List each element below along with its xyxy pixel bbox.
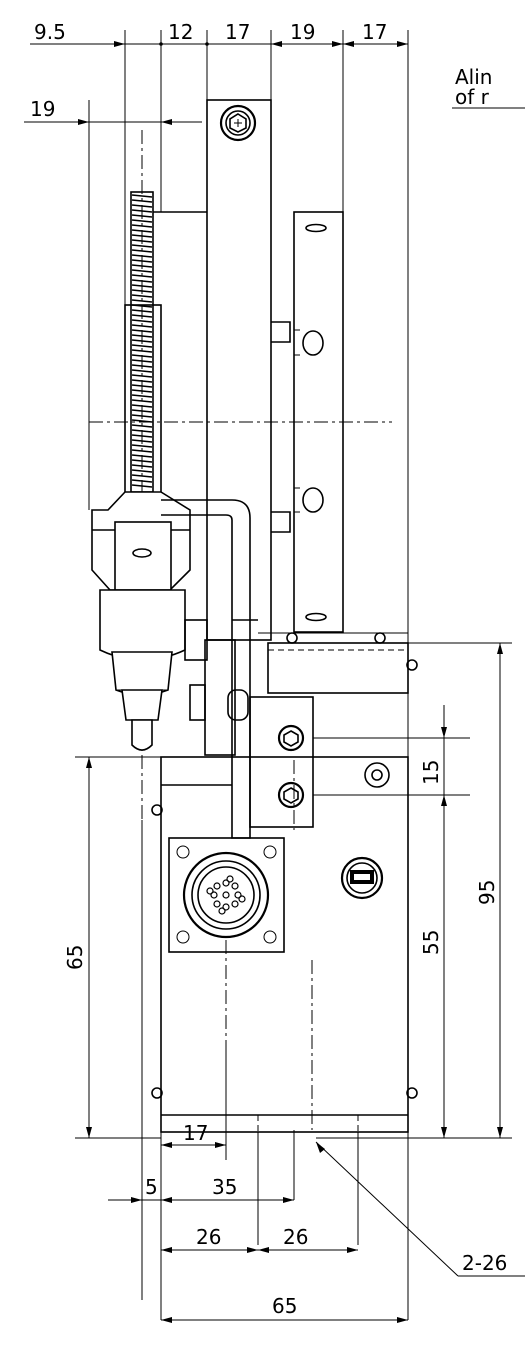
note-line-1: Alin bbox=[455, 65, 492, 89]
lock-nut-assembly bbox=[91, 491, 191, 751]
top-block bbox=[258, 632, 418, 694]
alignment-note: Alin of r bbox=[452, 65, 525, 109]
clamp-plate bbox=[249, 696, 314, 828]
dim-bottom-26b: 26 bbox=[283, 1225, 308, 1249]
bottom-dimension-group: 17 5 35 26 26 65 bbox=[108, 820, 409, 1323]
connector-pin bbox=[210, 891, 218, 899]
thread-tick bbox=[131, 469, 153, 473]
thread-tick bbox=[131, 419, 153, 423]
thread-tick bbox=[131, 369, 153, 373]
dim-bottom-5: 5 bbox=[145, 1175, 158, 1199]
top-dimension-group: 9.5 12 17 19 17 19 bbox=[24, 20, 409, 1140]
connector-pin bbox=[231, 900, 239, 908]
connector-pin bbox=[222, 891, 230, 899]
thread-tick bbox=[131, 269, 153, 273]
right-dimension-group: 95 15 55 bbox=[313, 642, 512, 1139]
connector-pin bbox=[238, 895, 246, 903]
dim-right-55: 55 bbox=[419, 930, 443, 955]
dim-bottom-65: 65 bbox=[272, 1294, 297, 1318]
dim-left-19: 19 bbox=[30, 97, 55, 121]
thread-tick bbox=[131, 394, 153, 398]
dim-bottom-35: 35 bbox=[212, 1175, 237, 1199]
main-body bbox=[151, 756, 418, 1133]
thread-tick bbox=[131, 219, 153, 223]
connector-pin bbox=[226, 875, 234, 883]
dim-bottom-26a: 26 bbox=[196, 1225, 221, 1249]
dim-top-19: 19 bbox=[290, 20, 315, 44]
thread-tick bbox=[131, 344, 153, 348]
dim-right-95: 95 bbox=[475, 880, 499, 905]
circular-connector-icon bbox=[168, 837, 285, 953]
connector-pin bbox=[222, 879, 230, 887]
dim-right-15: 15 bbox=[419, 760, 443, 785]
callout-text: 2-26 bbox=[462, 1251, 507, 1275]
dim-top-17b: 17 bbox=[362, 20, 387, 44]
thread-tick bbox=[131, 194, 153, 198]
dim-top-17a: 17 bbox=[225, 20, 250, 44]
note-line-2: of r bbox=[455, 85, 490, 109]
connector-pin bbox=[213, 882, 221, 890]
connector-pin bbox=[213, 900, 221, 908]
connector-pin bbox=[218, 907, 226, 915]
dim-bottom-17: 17 bbox=[183, 1121, 208, 1145]
dim-top-9-5: 9.5 bbox=[34, 20, 66, 44]
thread-tick bbox=[131, 444, 153, 448]
thread-tick bbox=[131, 244, 153, 248]
dim-top-12: 12 bbox=[168, 20, 193, 44]
thread-tick bbox=[131, 294, 153, 298]
left-dimension-group: 65 bbox=[63, 756, 161, 1139]
mounting-plate bbox=[206, 99, 291, 641]
connector-pin bbox=[206, 887, 214, 895]
threaded-rod bbox=[124, 191, 207, 496]
thread-tick bbox=[131, 319, 153, 323]
hole-callout: 2-26 bbox=[315, 1141, 525, 1277]
connector-pin bbox=[234, 891, 242, 899]
dim-left-65: 65 bbox=[63, 945, 87, 970]
usb-port-icon bbox=[340, 856, 384, 900]
connector-pin bbox=[231, 882, 239, 890]
connector-pin bbox=[222, 903, 230, 911]
